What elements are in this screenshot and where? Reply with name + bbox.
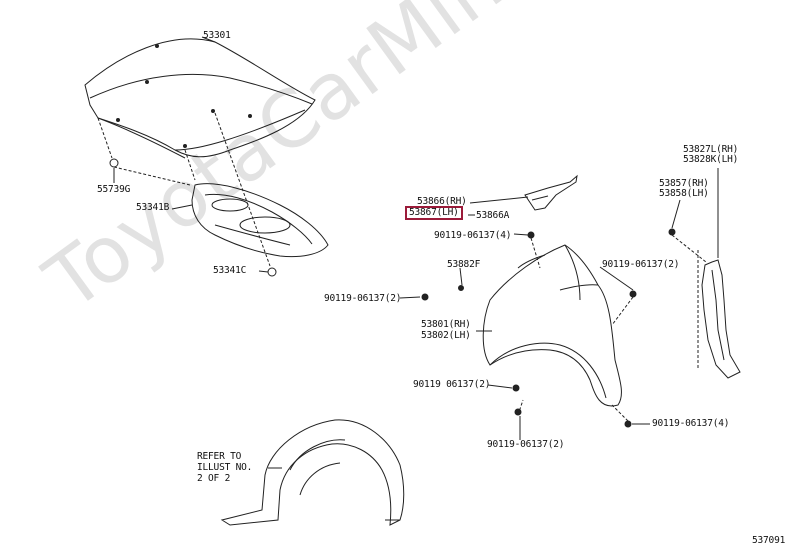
label-53858-lh: 53858(LH) (659, 188, 709, 199)
label-53866-rh: 53866(RH) (417, 196, 467, 207)
figure-code: 537091 (752, 535, 786, 546)
label-53341b: 53341B (136, 202, 170, 213)
label-53827l-rh: 53827L(RH) (683, 144, 739, 155)
hood-drawing (84, 38, 316, 159)
label-refer-to: REFER TO (197, 451, 242, 462)
label-53857-rh: 53857(RH) (659, 178, 709, 189)
fender-liner-drawing (220, 419, 405, 526)
clip-53341c-drawing (267, 267, 277, 277)
label-bolt-90119-06137-2-lower: 90119 06137(2) (413, 379, 491, 390)
label-53882f: 53882F (447, 259, 481, 270)
label-53828k-lh: 53828K(LH) (683, 154, 739, 165)
label-bolt-90119-06137-2-bottom: 90119-06137(2) (487, 439, 565, 450)
label-53341c: 53341C (213, 265, 247, 276)
label-2-of-2: 2 OF 2 (197, 473, 231, 484)
label-53866a: 53866A (476, 210, 510, 221)
bracket-53866-drawing (524, 174, 578, 211)
label-53802-lh: 53802(LH) (421, 330, 471, 341)
hood-insulator-drawing (191, 183, 329, 258)
label-bolt-90119-06137-2-right: 90119-06137(2) (602, 259, 680, 270)
label-bolt-90119-06137-4: 90119-06137(4) (434, 230, 512, 241)
splash-shield-drawing (701, 259, 741, 379)
fender-drawing (482, 244, 622, 407)
label-53301: 53301 (203, 30, 231, 41)
label-53867-lh-highlighted[interactable]: 53867(LH) (405, 206, 463, 220)
label-53801-rh: 53801(RH) (421, 319, 471, 330)
label-55739g: 55739G (97, 184, 131, 195)
clip-55739g-drawing (109, 158, 119, 168)
label-bolt-90119-06137-4-right: 90119-06137(4) (652, 418, 730, 429)
label-bolt-90119-06137-2-left: 90119-06137(2) (324, 293, 402, 304)
label-illust-no: ILLUST NO. (197, 462, 253, 473)
